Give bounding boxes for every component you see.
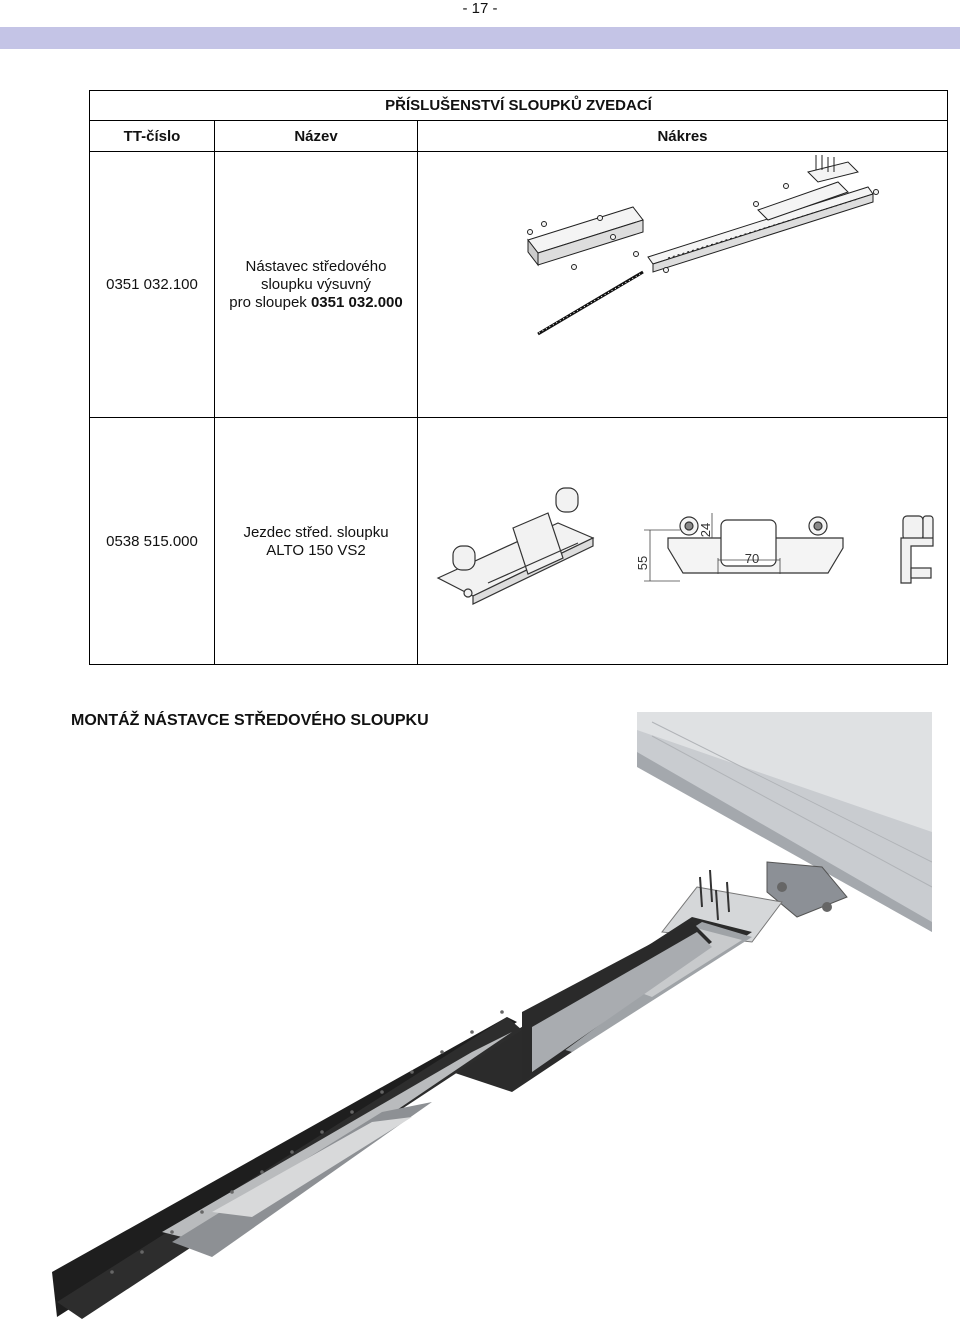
accessories-table: PŘÍSLUŠENSTVÍ SLOUPKŮ ZVEDACÍ TT-číslo N…: [89, 90, 948, 665]
drawing-extension: [417, 151, 948, 418]
page-number: - 17 -: [462, 0, 498, 17]
row-name: Nástavec středového sloupku výsuvný pro …: [214, 151, 418, 418]
table-row: 0538 515.000 Jezdec střed. sloupku ALTO …: [89, 417, 948, 665]
column-header-drawing: Nákres: [417, 120, 948, 152]
table-title: PŘÍSLUŠENSTVÍ SLOUPKŮ ZVEDACÍ: [89, 90, 948, 121]
name-line: pro sloupek: [229, 293, 311, 311]
column-header-code: TT-číslo: [89, 120, 215, 152]
extension-assembly-drawing: [527, 155, 879, 336]
name-line: sloupku výsuvný: [260, 275, 372, 293]
column-header-name: Název: [214, 120, 418, 152]
dimension-wheel: 24: [698, 523, 713, 537]
dimension-width: 70: [745, 551, 759, 566]
carriage-drawing: 55 70 24: [436, 487, 934, 605]
dimension-height: 55: [635, 556, 650, 570]
row-name: Jezdec střed. sloupku ALTO 150 VS2: [214, 417, 418, 665]
drawing-carriage: 55 70 24: [417, 417, 948, 665]
name-line: ALTO 150 VS2: [266, 542, 366, 559]
header-band: [0, 27, 960, 49]
name-line: Nástavec středového: [245, 257, 387, 275]
row-code: 0538 515.000: [89, 417, 215, 665]
section-title: MONTÁŽ NÁSTAVCE STŘEDOVÉHO SLOUPKU: [71, 712, 429, 729]
name-line: Jezdec střed. sloupku: [243, 524, 389, 541]
name-bold-code: 0351 032.000: [310, 293, 403, 311]
assembly-illustration: [52, 712, 932, 1319]
table-row: 0351 032.100 Nástavec středového sloupku…: [89, 151, 948, 418]
row-code: 0351 032.100: [89, 151, 215, 418]
